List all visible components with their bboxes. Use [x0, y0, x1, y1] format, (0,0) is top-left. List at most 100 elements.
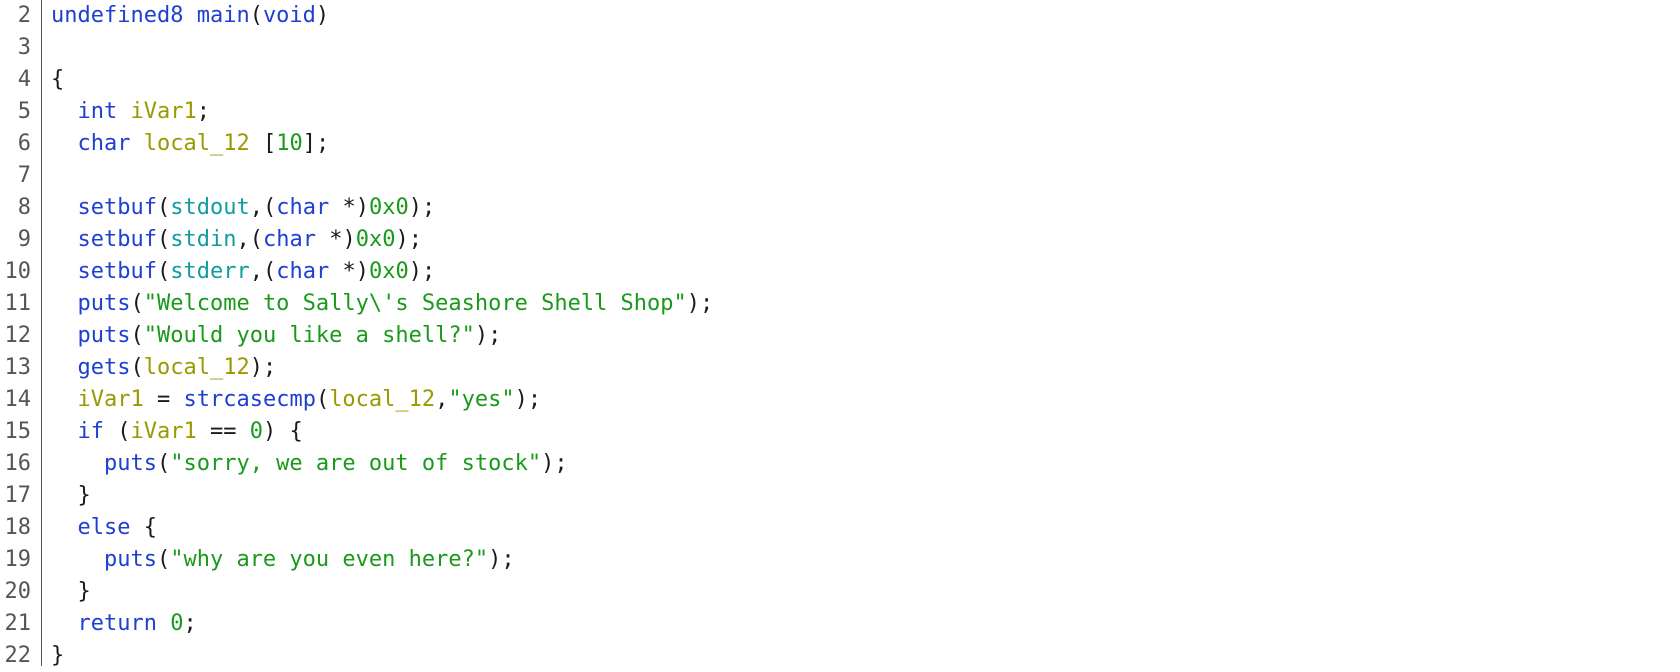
- code-token-default: );: [686, 291, 714, 316]
- code-line[interactable]: 9 setbuf(stdin,(char *)0x0);: [0, 224, 1680, 256]
- code-line[interactable]: 4{: [0, 64, 1680, 96]
- code-token-global[interactable]: stderr: [170, 259, 250, 284]
- code-token-function[interactable]: setbuf: [77, 227, 157, 252]
- code-token-function[interactable]: main: [196, 3, 250, 28]
- code-line[interactable]: 6 char local_12 [10];: [0, 128, 1680, 160]
- code-token-variable[interactable]: iVar1: [130, 99, 197, 124]
- code-token-type: int: [77, 99, 118, 124]
- code-token-default: (: [315, 387, 330, 412]
- code-line[interactable]: 22}: [0, 640, 1680, 672]
- code-token-global[interactable]: stdout: [170, 195, 250, 220]
- line-number: 7: [17, 163, 31, 188]
- code-token-default: (: [130, 355, 144, 380]
- code-text[interactable]: }: [51, 480, 90, 512]
- code-text[interactable]: else {: [51, 512, 157, 544]
- code-line[interactable]: 10 setbuf(stderr,(char *)0x0);: [0, 256, 1680, 288]
- code-line[interactable]: 2 undefined8 main(void): [0, 0, 1680, 32]
- code-token-string: "Welcome to Sally\'s Seashore Shell Shop…: [143, 291, 687, 316]
- code-text[interactable]: }: [51, 576, 91, 608]
- code-token-default: (: [130, 323, 144, 348]
- code-token-function[interactable]: puts: [77, 291, 131, 316]
- code-token-global[interactable]: stdin: [170, 227, 237, 252]
- code-line[interactable]: 20 }: [0, 576, 1680, 608]
- line-number: 10: [4, 259, 32, 284]
- code-token-type: char: [262, 227, 316, 252]
- code-line[interactable]: 3: [0, 32, 1680, 64]
- code-token-function[interactable]: strcasecmp: [183, 387, 316, 412]
- code-text[interactable]: puts("Welcome to Sally\'s Seashore Shell…: [51, 288, 714, 320]
- code-line[interactable]: 16 puts("sorry, we are out of stock");: [0, 448, 1680, 480]
- code-token-default: [51, 195, 78, 220]
- code-token-default: {: [130, 515, 157, 540]
- code-line[interactable]: 19 puts("why are you even here?");: [0, 544, 1680, 576]
- code-token-default: [51, 419, 78, 444]
- line-number: 2: [17, 3, 31, 28]
- code-token-number: 0x0: [368, 259, 409, 284]
- line-number: 5: [17, 99, 31, 124]
- code-line[interactable]: 17 }: [0, 480, 1680, 512]
- code-token-default: [51, 451, 104, 476]
- code-text[interactable]: iVar1 = strcasecmp(local_12,"yes");: [51, 384, 542, 416]
- code-token-default: (: [249, 3, 263, 28]
- code-token-function[interactable]: puts: [103, 547, 157, 572]
- code-token-type: char: [77, 131, 131, 156]
- code-token-default: [51, 611, 78, 636]
- line-number: 15: [4, 419, 32, 444]
- code-token-string: "sorry, we are out of stock": [170, 451, 542, 476]
- code-text[interactable]: char local_12 [10];: [51, 128, 330, 160]
- code-token-default: [51, 355, 78, 380]
- code-token-string: "why are you even here?": [170, 547, 489, 572]
- line-number: 20: [4, 579, 32, 604]
- code-text[interactable]: undefined8 main(void): [51, 0, 329, 32]
- code-token-type: char: [276, 259, 330, 284]
- code-token-function[interactable]: puts: [103, 451, 157, 476]
- code-text[interactable]: {: [51, 64, 64, 96]
- code-text[interactable]: int iVar1;: [51, 96, 210, 128]
- line-number: 3: [17, 35, 31, 60]
- code-token-default: }: [51, 579, 91, 604]
- code-text[interactable]: setbuf(stdout,(char *)0x0);: [51, 192, 436, 224]
- code-token-default: );: [474, 323, 502, 348]
- code-token-default: );: [395, 227, 422, 252]
- code-text[interactable]: }: [51, 640, 64, 672]
- code-text[interactable]: setbuf(stdin,(char *)0x0);: [51, 224, 422, 256]
- line-number: 8: [17, 195, 31, 220]
- code-token-variable[interactable]: iVar1: [130, 419, 197, 444]
- code-line[interactable]: 13 gets(local_12);: [0, 352, 1680, 384]
- code-token-variable[interactable]: local_12: [329, 387, 436, 412]
- code-text[interactable]: if (iVar1 == 0) {: [51, 416, 303, 448]
- code-token-default: ;: [183, 611, 197, 636]
- code-token-default: [51, 131, 78, 156]
- code-text[interactable]: gets(local_12);: [51, 352, 277, 384]
- code-token-variable[interactable]: local_12: [143, 355, 250, 380]
- code-token-variable[interactable]: iVar1: [77, 387, 144, 412]
- code-line[interactable]: 15 if (iVar1 == 0) {: [0, 416, 1680, 448]
- code-token-default: (: [130, 291, 144, 316]
- code-text[interactable]: puts("Would you like a shell?");: [51, 320, 502, 352]
- code-text[interactable]: puts("why are you even here?");: [51, 544, 515, 576]
- code-line[interactable]: 8 setbuf(stdout,(char *)0x0);: [0, 192, 1680, 224]
- code-token-default: *): [329, 259, 369, 284]
- code-token-default: );: [541, 451, 568, 476]
- code-line[interactable]: 5 int iVar1;: [0, 96, 1680, 128]
- code-text[interactable]: setbuf(stderr,(char *)0x0);: [51, 256, 436, 288]
- code-text[interactable]: puts("sorry, we are out of stock");: [51, 448, 568, 480]
- code-line[interactable]: 14 iVar1 = strcasecmp(local_12,"yes");: [0, 384, 1680, 416]
- code-text[interactable]: return 0;: [51, 608, 197, 640]
- code-line[interactable]: 18 else {: [0, 512, 1680, 544]
- code-token-default: [51, 323, 78, 348]
- line-number: 4: [17, 67, 31, 92]
- code-line[interactable]: 11 puts("Welcome to Sally\'s Seashore Sh…: [0, 288, 1680, 320]
- code-token-default: =: [143, 387, 184, 412]
- line-number: 9: [17, 227, 31, 252]
- code-line[interactable]: 7: [0, 160, 1680, 192]
- code-token-function[interactable]: puts: [77, 323, 131, 348]
- code-token-default: }: [51, 643, 65, 668]
- code-line[interactable]: 12 puts("Would you like a shell?");: [0, 320, 1680, 352]
- code-token-function[interactable]: setbuf: [77, 259, 157, 284]
- code-token-function[interactable]: setbuf: [77, 195, 157, 220]
- code-token-function[interactable]: gets: [77, 355, 131, 380]
- code-token-variable[interactable]: local_12: [143, 131, 250, 156]
- code-line[interactable]: 21 return 0;: [0, 608, 1680, 640]
